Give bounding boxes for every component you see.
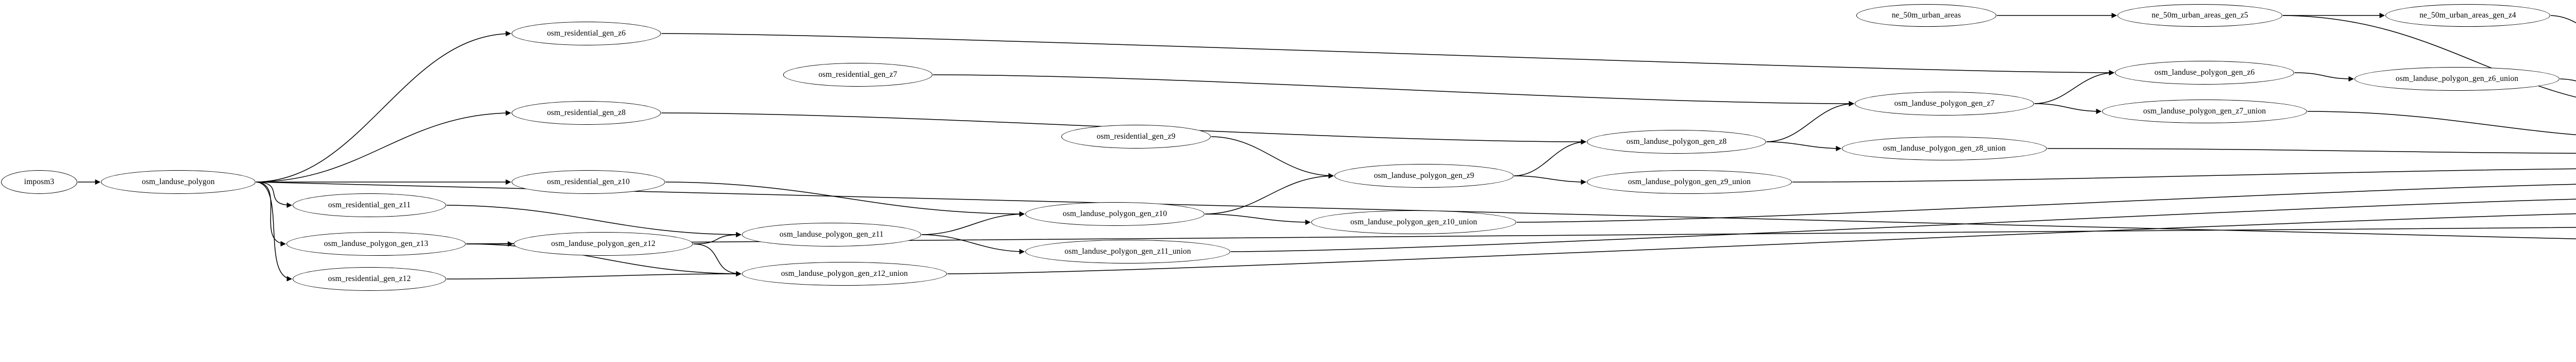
graph-node-label: osm_landuse_polygon_gen_z7_union — [2143, 107, 2266, 116]
graph-edge — [2034, 103, 2102, 114]
graph-node-osm-landuse-polygon-gen-z6[interactable]: osm_landuse_polygon_gen_z6 — [2115, 61, 2294, 85]
graph-node-osm-landuse-polygon-gen-z12-union[interactable]: osm_landuse_polygon_gen_z12_union — [742, 262, 947, 286]
graph-node-osm-landuse-polygon-gen-z9[interactable]: osm_landuse_polygon_gen_z9 — [1334, 164, 1514, 188]
graph-node-ne-50m-urban-areas-gen-z5[interactable]: ne_50m_urban_areas_gen_z5 — [2117, 4, 2282, 27]
graph-node-label: osm_landuse_polygon_gen_z9_union — [1628, 177, 1751, 187]
graph-edge — [446, 271, 742, 279]
graph-node-label: osm_residential_gen_z9 — [1096, 132, 1176, 141]
graph-node-osm-residential-gen-z12[interactable]: osm_residential_gen_z12 — [293, 267, 446, 291]
graph-node-label: osm_landuse_polygon_gen_z6_union — [2395, 74, 2519, 84]
graph-edge — [256, 30, 512, 183]
graph-node-osm-landuse-polygon[interactable]: osm_landuse_polygon — [101, 170, 256, 194]
graph-node-label: osm_landuse_polygon_gen_z12_union — [781, 269, 908, 278]
graph-node-label: osm_residential_gen_z10 — [547, 177, 630, 187]
graph-edge — [693, 243, 742, 277]
graph-node-label: osm_landuse_polygon_gen_z10 — [1062, 209, 1167, 219]
graph-edge — [2282, 15, 2576, 98]
graph-edge — [2550, 15, 2576, 24]
graph-node-osm-landuse-polygon-gen-z9-union[interactable]: osm_landuse_polygon_gen_z9_union — [1587, 170, 1792, 194]
graph-node-osm-landuse-polygon-gen-z12[interactable]: osm_landuse_polygon_gen_z12 — [514, 232, 693, 256]
graph-node-label: ne_50m_urban_areas — [1891, 11, 1961, 20]
graph-edge — [1205, 173, 1334, 215]
graph-node-osm-landuse-polygon-gen-z8[interactable]: osm_landuse_polygon_gen_z8 — [1587, 130, 1766, 154]
graph-edge — [256, 110, 512, 183]
graph-edge — [921, 211, 1025, 235]
graph-edge — [256, 182, 293, 208]
graph-node-osm-residential-gen-z10[interactable]: osm_residential_gen_z10 — [512, 170, 665, 194]
graph-node-label: osm_landuse_polygon_gen_z9 — [1374, 171, 1475, 180]
graph-node-ne-50m-urban-areas-gen-z4[interactable]: ne_50m_urban_areas_gen_z4 — [2385, 4, 2550, 27]
graph-node-osm-residential-gen-z7[interactable]: osm_residential_gen_z7 — [783, 63, 933, 87]
graph-node-label: osm_landuse_polygon_gen_z7 — [1894, 99, 1995, 108]
graph-node-label: osm_landuse_polygon_gen_z6 — [2154, 68, 2255, 77]
graph-node-osm-landuse-polygon-gen-z11[interactable]: osm_landuse_polygon_gen_z11 — [742, 223, 921, 246]
graph-node-osm-landuse-polygon-gen-z7-union[interactable]: osm_landuse_polygon_gen_z7_union — [2102, 100, 2307, 123]
graph-edge — [1211, 136, 1334, 179]
graph-node-osm-landuse-polygon-gen-z11-union[interactable]: osm_landuse_polygon_gen_z11_union — [1025, 240, 1230, 264]
graph-node-label: osm_residential_gen_z11 — [328, 201, 411, 210]
graph-node-imposm3[interactable]: imposm3 — [1, 170, 77, 194]
graph-node-label: ne_50m_urban_areas_gen_z5 — [2151, 11, 2248, 20]
graph-node-label: osm_landuse_polygon_gen_z10_union — [1350, 218, 1478, 227]
graph-node-label: osm_landuse_polygon_gen_z8 — [1626, 137, 1727, 146]
graph-node-label: osm_residential_gen_z8 — [547, 108, 626, 118]
graph-node-label: osm_residential_gen_z6 — [547, 29, 626, 38]
graph-node-osm-landuse-polygon-gen-z6-union[interactable]: osm_landuse_polygon_gen_z6_union — [2354, 67, 2560, 91]
graph-node-osm-residential-gen-z8[interactable]: osm_residential_gen_z8 — [512, 101, 661, 125]
graph-edge — [693, 232, 742, 244]
graph-edge — [2034, 70, 2115, 104]
graph-edge — [665, 182, 1025, 217]
graph-node-osm-residential-gen-z11[interactable]: osm_residential_gen_z11 — [293, 193, 446, 217]
graph-node-label: osm_landuse_polygon_gen_z11 — [779, 230, 884, 239]
graph-node-label: osm_residential_gen_z7 — [818, 70, 897, 79]
graph-node-label: osm_landuse_polygon_gen_z11_union — [1064, 247, 1191, 256]
graph-edge — [2047, 148, 2576, 154]
graph-node-label: osm_landuse_polygon — [142, 177, 215, 187]
graph-edge — [256, 182, 293, 282]
graph-edge — [1766, 141, 1842, 152]
graph-node-osm-landuse-polygon-gen-z7[interactable]: osm_landuse_polygon_gen_z7 — [1855, 92, 2034, 116]
graph-edge — [1514, 175, 1587, 185]
graph-node-label: osm_landuse_polygon_gen_z8_union — [1883, 144, 2006, 153]
graph-node-osm-residential-gen-z6[interactable]: osm_residential_gen_z6 — [512, 22, 661, 45]
graph-edge — [2307, 111, 2576, 136]
graph-edge — [1766, 101, 1855, 142]
graph-node-osm-residential-gen-z9[interactable]: osm_residential_gen_z9 — [1061, 125, 1211, 149]
graph-node-osm-landuse-polygon-gen-z13[interactable]: osm_landuse_polygon_gen_z13 — [286, 232, 466, 256]
graph-node-ne-50m-urban-areas[interactable]: ne_50m_urban_areas — [1856, 4, 1996, 27]
graph-edge — [933, 74, 1855, 107]
graph-edge — [1792, 168, 2576, 183]
graph-node-osm-landuse-polygon-gen-z8-union[interactable]: osm_landuse_polygon_gen_z8_union — [1842, 137, 2047, 160]
graph-edge — [921, 234, 1025, 255]
graph-edge — [2560, 78, 2576, 81]
graph-node-label: ne_50m_urban_areas_gen_z4 — [2419, 11, 2516, 20]
graph-node-label: osm_residential_gen_z12 — [328, 274, 411, 284]
graph-node-osm-landuse-polygon-gen-z10[interactable]: osm_landuse_polygon_gen_z10 — [1025, 202, 1205, 226]
graph-edge — [1514, 139, 1587, 176]
graph-edge — [446, 205, 742, 238]
graph-edge — [256, 182, 286, 246]
graph-node-label: osm_landuse_polygon_gen_z13 — [324, 239, 429, 249]
graph-edge — [1205, 213, 1311, 225]
graph-node-osm-landuse-polygon-gen-z10-union[interactable]: osm_landuse_polygon_gen_z10_union — [1311, 210, 1516, 234]
graph-node-label: osm_landuse_polygon_gen_z12 — [551, 239, 656, 249]
graph-node-label: imposm3 — [24, 177, 55, 187]
graph-edge — [2294, 72, 2354, 82]
